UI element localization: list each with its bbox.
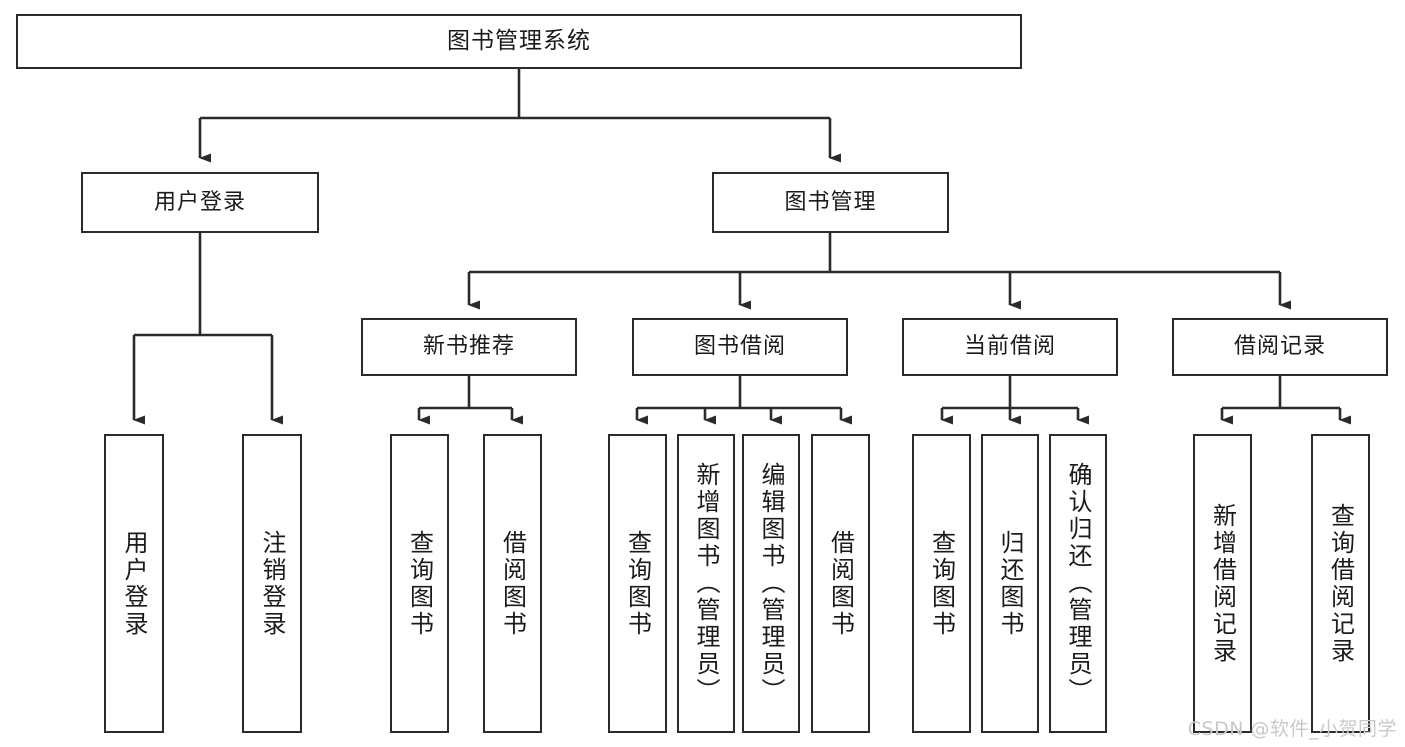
leaf-records-query-record[interactable]: 查询借阅记录 [1311,434,1370,733]
node-user-login[interactable]: 用户登录 [81,172,319,233]
leaf-user-login-login[interactable]: 用户登录 [104,434,164,733]
leaf-recommend-query-book-label: 查询图书 [405,529,434,638]
leaf-borrow-add-book[interactable]: 新增图书（管理员） [677,434,735,733]
node-borrow-records-label: 借阅记录 [1233,334,1326,360]
leaf-recommend-query-book[interactable]: 查询图书 [390,434,449,733]
leaf-current-query-book[interactable]: 查询图书 [912,434,971,733]
node-book-management-label: 图书管理 [784,189,877,215]
node-current-borrow-label: 当前借阅 [963,334,1056,360]
leaf-records-query-record-label: 查询借阅记录 [1326,502,1355,665]
node-book-management[interactable]: 图书管理 [712,172,949,233]
node-new-book-recommend[interactable]: 新书推荐 [361,318,577,376]
leaf-recommend-borrow-book-label: 借阅图书 [498,529,527,638]
leaf-current-confirm-return-label: 确认归还（管理员） [1064,462,1092,705]
leaf-user-login-logout[interactable]: 注销登录 [242,434,302,733]
leaf-borrow-query-book[interactable]: 查询图书 [608,434,667,733]
leaf-borrow-borrow-book-label: 借阅图书 [826,529,855,638]
leaf-current-return-book-label: 归还图书 [996,529,1024,638]
leaf-borrow-edit-book-label: 编辑图书（管理员） [757,462,785,705]
node-root[interactable]: 图书管理系统 [16,14,1022,69]
node-current-borrow[interactable]: 当前借阅 [902,318,1118,376]
node-book-borrow-label: 图书借阅 [693,334,786,360]
leaf-borrow-query-book-label: 查询图书 [623,529,652,638]
leaf-user-login-logout-label: 注销登录 [258,529,286,638]
leaf-current-query-book-label: 查询图书 [927,529,956,638]
leaf-records-add-record-label: 新增借阅记录 [1208,502,1237,665]
leaf-user-login-login-label: 用户登录 [120,529,148,638]
leaf-recommend-borrow-book[interactable]: 借阅图书 [483,434,542,733]
node-borrow-records[interactable]: 借阅记录 [1172,318,1388,376]
leaf-borrow-add-book-label: 新增图书（管理员） [692,462,720,705]
leaf-records-add-record[interactable]: 新增借阅记录 [1193,434,1252,733]
node-user-login-label: 用户登录 [153,189,246,215]
leaf-borrow-edit-book[interactable]: 编辑图书（管理员） [742,434,800,733]
node-root-label: 图书管理系统 [447,27,591,54]
node-new-book-recommend-label: 新书推荐 [422,334,515,360]
leaf-current-confirm-return[interactable]: 确认归还（管理员） [1049,434,1107,733]
leaf-current-return-book[interactable]: 归还图书 [981,434,1039,733]
node-book-borrow[interactable]: 图书借阅 [632,318,848,376]
leaf-borrow-borrow-book[interactable]: 借阅图书 [811,434,870,733]
